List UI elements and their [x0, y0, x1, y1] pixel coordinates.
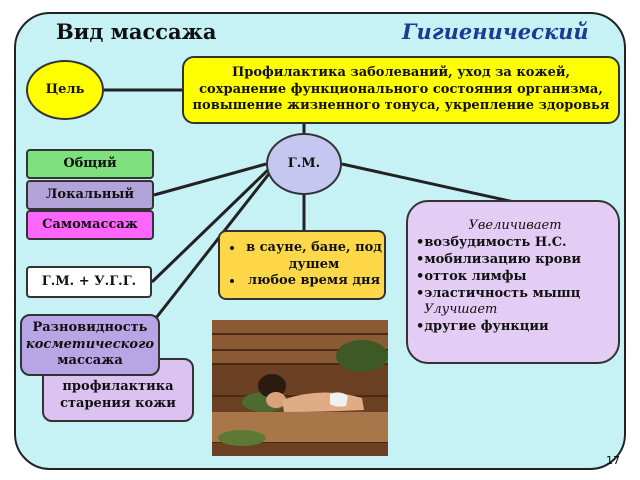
line-effects [341, 162, 515, 204]
slide-title: Вид массажа [56, 19, 217, 44]
place-item: любое время дня [244, 273, 384, 290]
cosmetic-line-2: косметического [25, 336, 155, 352]
combo-box: Г.М. + У.Г.Г. [26, 266, 152, 298]
kind-local: Локальный [26, 180, 154, 210]
place-item: в сауне, бане, под душем [244, 240, 384, 274]
places-list: в сауне, бане, под душем любое время дня [220, 240, 384, 291]
sauna-photo [212, 320, 388, 456]
cosmetic-line-3: массажа [57, 353, 123, 369]
goal-description: Профилактика заболеваний, уход за кожей,… [182, 56, 620, 124]
goal-circle: Цель [26, 60, 104, 120]
effect-item: •эластичность мышц [416, 285, 581, 301]
places-box: в сауне, бане, под душем любое время дня [218, 230, 386, 300]
center-node: Г.М. [266, 133, 342, 195]
kind-general: Общий [26, 149, 154, 179]
page-number: 17 [606, 454, 620, 467]
effect-item: •отток лимфы [416, 268, 527, 284]
improves-label: Улучшает [424, 302, 498, 318]
line-cosmetic [154, 169, 274, 319]
cosmetic-variant-box: Разновидность косметического массажа [20, 314, 160, 376]
effect-item: •мобилизацию крови [416, 251, 582, 267]
effect-item: •другие функции [416, 319, 549, 335]
kind-self-massage: Самомассаж [26, 210, 154, 240]
effects-box: Увеличивает •возбудимость Н.С. •мобилиза… [406, 200, 620, 364]
line-local [153, 162, 267, 197]
line-combo [150, 166, 272, 284]
effect-item: •возбудимость Н.С. [416, 234, 567, 250]
cosmetic-line-1: Разновидность [32, 319, 148, 335]
massage-type: Гигиенический [402, 19, 589, 44]
increases-label: Увеличивает [468, 218, 562, 233]
